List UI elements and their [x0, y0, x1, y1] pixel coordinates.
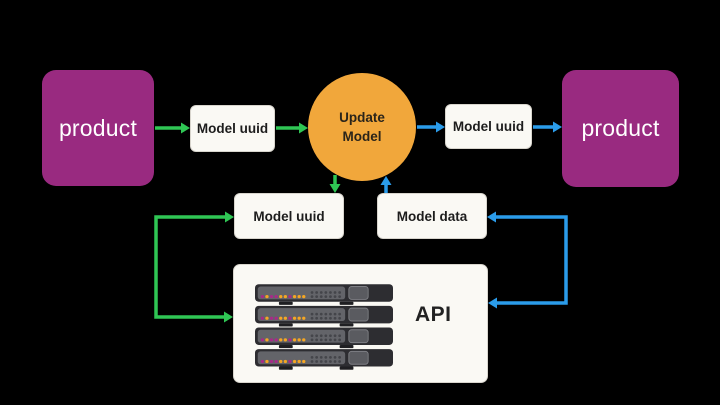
model-uuid-top-left-label: Model uuid — [196, 121, 269, 136]
model-data-box: Model data — [377, 193, 487, 239]
arrow-model-data-to-update-model — [380, 176, 392, 193]
api-label: API — [415, 303, 452, 326]
model-data-label: Model data — [396, 208, 468, 224]
product-right-label: product — [581, 115, 660, 141]
arrow-uuid-right-to-product — [533, 121, 562, 133]
arrow-update-model-to-uuid-mid — [329, 175, 341, 193]
arrow-uuid-to-update-model — [276, 122, 308, 134]
model-uuid-box-top-right: Model uuid — [445, 104, 532, 149]
connector-api-to-model-data — [487, 211, 568, 309]
update-model-circle: Update Model — [308, 73, 416, 181]
model-uuid-mid-label: Model uuid — [253, 208, 325, 224]
product-node-left: product — [42, 70, 154, 186]
model-uuid-top-right-label: Model uuid — [452, 119, 525, 134]
model-uuid-box-middle: Model uuid — [234, 193, 344, 239]
connector-uuid-mid-to-api — [154, 211, 234, 323]
arrow-product-to-uuid — [155, 122, 190, 134]
product-node-right: product — [562, 70, 679, 187]
product-left-label: product — [58, 114, 138, 141]
arrow-update-model-to-uuid-right — [417, 121, 445, 133]
update-model-label: Update Model — [339, 110, 385, 144]
server-rack-icon — [255, 284, 393, 370]
model-uuid-box-top-left: Model uuid — [190, 105, 275, 152]
